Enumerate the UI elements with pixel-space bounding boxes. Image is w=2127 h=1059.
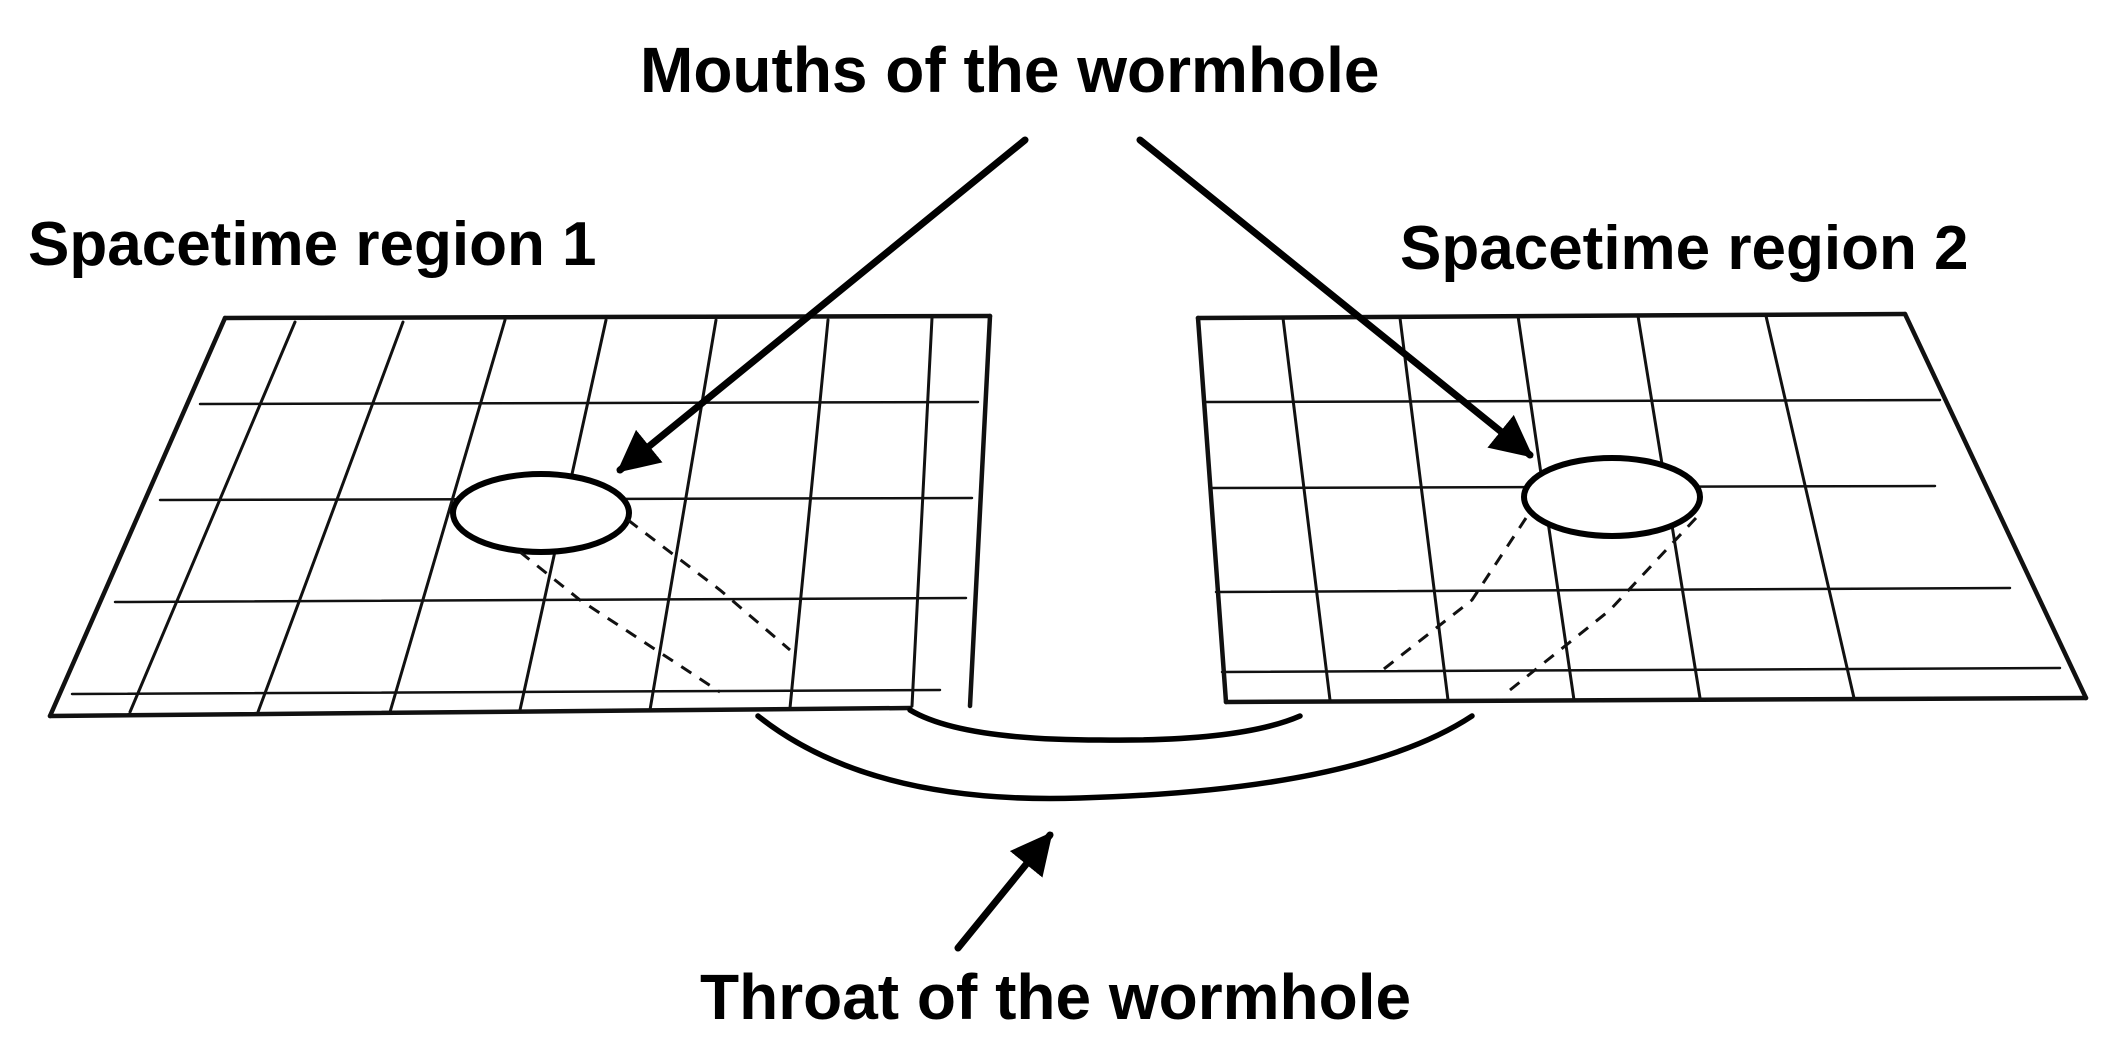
- region-2-label: Spacetime region 2: [1400, 214, 1969, 283]
- spacetime-sheet-2: [1195, 311, 2089, 705]
- wormhole-mouth-2: [1521, 455, 1703, 539]
- throat-label: Throat of the wormhole: [700, 961, 1412, 1033]
- arrow-to-mouth-2: [1136, 136, 1534, 459]
- arrow-to-mouth-1: [616, 136, 1029, 474]
- arrows: [616, 136, 1534, 952]
- tunnel-dashed-lines: [519, 516, 1698, 694]
- arrow-to-throat: [954, 831, 1054, 952]
- wormhole-throat: [755, 707, 1475, 802]
- mouths-label: Mouths of the wormhole: [640, 34, 1380, 106]
- wormhole-mouth-1: [450, 471, 632, 555]
- region-1-label: Spacetime region 1: [28, 210, 597, 279]
